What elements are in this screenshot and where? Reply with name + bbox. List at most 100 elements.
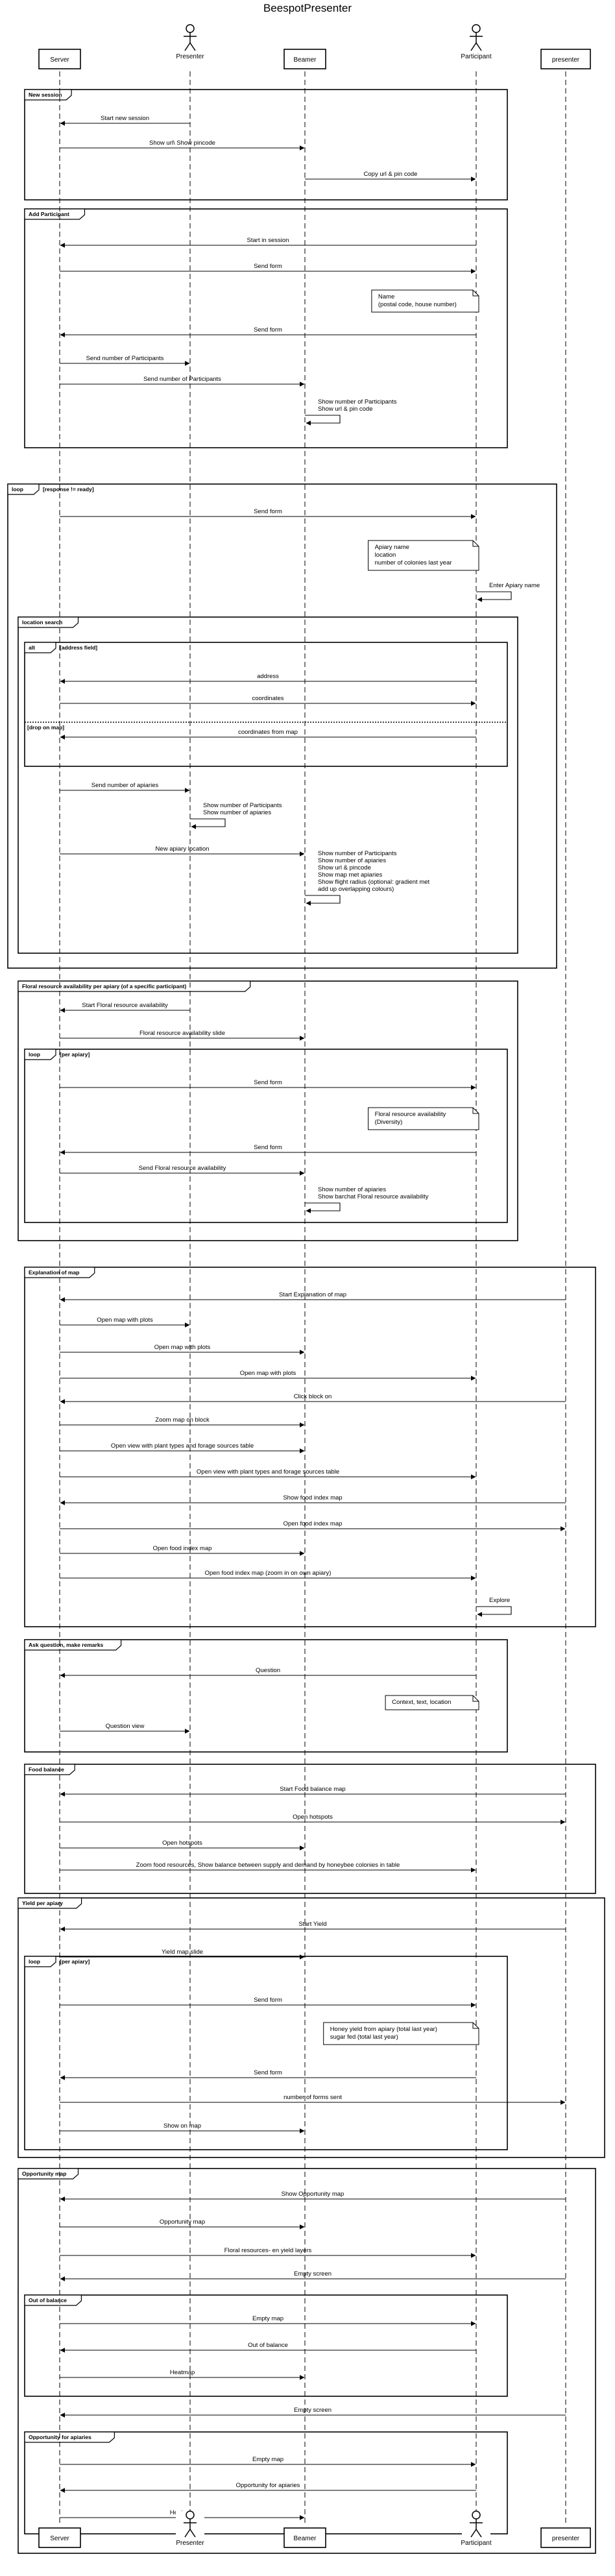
note-context-text-location: Context, text, location [385, 1695, 479, 1710]
message-empty-map: Empty map [60, 2315, 476, 2326]
frame-floral-resource-availability-per-apiary-of-a-specific-participant: Floral resource availability per apiary … [18, 980, 518, 1241]
frame-border [24, 208, 508, 448]
self-message-label: Show barchat Floral resource availabilit… [318, 1193, 429, 1200]
message-label: Open map with plots [154, 1344, 211, 1351]
frame-border [24, 642, 508, 767]
self-message-label: add up overlapping colours) [318, 886, 394, 893]
note-fold [472, 1108, 479, 1114]
header-beamer-box: Beamer [283, 49, 326, 69]
self-message-label: Show map met apiaries [318, 871, 383, 879]
message-label: Show food index map [283, 1494, 342, 1501]
message-label: Start Yield [298, 1921, 326, 1928]
actor-leg-left [184, 2529, 191, 2538]
message-show-food-index-map: Show food index map [60, 1494, 566, 1505]
frame-tab [24, 2294, 82, 2306]
message-send-form: Send form [60, 1997, 476, 2008]
participant-label: Server [50, 56, 69, 64]
actor-head-icon [186, 2510, 195, 2520]
message-label: Start Food balance map [280, 1786, 345, 1793]
self-message-label: Show url & pincode [318, 864, 371, 871]
frame-tab [18, 616, 79, 628]
participant-box [38, 2527, 81, 2548]
message-label: Send form [254, 1144, 282, 1151]
frame-label: loop [29, 1051, 40, 1058]
self-message-arrow [476, 591, 512, 602]
note-honey-yield-from-apiary-total-last-year: Honey yield from apiary (total last year… [323, 2022, 479, 2045]
footer-beamer-box: Beamer [283, 2527, 326, 2548]
frame-tab [7, 483, 40, 495]
frame-border [24, 2431, 508, 2534]
self-message-label: Show number of Participants [318, 398, 397, 406]
note-floral-resource-availability: Floral resource availability(Diversity) [368, 1107, 479, 1130]
frame-border [24, 1639, 508, 1753]
message-show-on-map: Show on map [60, 2122, 305, 2133]
message-open-food-index-map: Open food index map [60, 1520, 566, 1531]
message-label: Send form [254, 326, 282, 334]
actor-head-icon [186, 24, 195, 33]
message-open-view-with-plant-types-and-forage-sources-table: Open view with plant types and forage so… [60, 1442, 305, 1453]
message-open-hotspots: Open hotspots [60, 1840, 305, 1851]
message-send-form: Send form [60, 326, 476, 337]
frame-label: New session [29, 91, 62, 98]
message-start-explanation-of-map: Start Explanation of map [60, 1291, 566, 1302]
message-label: Start Explanation of map [279, 1291, 346, 1298]
message-open-view-with-plant-types-and-forage-sources-table: Open view with plant types and forage so… [60, 1468, 476, 1479]
participant-label: Presenter [176, 53, 204, 60]
message-send-form: Send form [60, 508, 476, 519]
message-label: Open food index map [153, 1545, 212, 1552]
self-message-arrow [476, 1606, 512, 1617]
frame-loop: loop[per apiary] [24, 1049, 508, 1223]
message-floral-resources-en-yield-layers: Floral resources- en yield layers [60, 2247, 476, 2258]
note-text: Apiary name [375, 544, 409, 551]
participant-label: presenter [552, 56, 580, 64]
frame-food-balance: Food balance [24, 1764, 596, 1894]
message-yield-map-slide: Yield map slide [60, 1949, 305, 1960]
actor-head-icon [472, 24, 481, 33]
note-name: Name(postal code, house number) [371, 289, 479, 313]
actor-head-icon [472, 2510, 481, 2520]
frame-label: Out of balance [29, 2297, 67, 2303]
frame-label: Food balance [29, 1766, 64, 1773]
frame-tab [18, 1897, 82, 1909]
message-open-hotspots: Open hotspots [60, 1814, 566, 1825]
message-label: Opportunity for apiaries [236, 2482, 300, 2489]
participant-box [283, 49, 326, 69]
message-question-view: Question view [60, 1723, 190, 1734]
note-text: (Diversity) [375, 1119, 403, 1126]
message-start-yield: Start Yield [60, 1921, 566, 1932]
alt-guard: [drop on map] [27, 724, 64, 731]
frame-opportunity-map: Opportunity map [18, 2168, 596, 2554]
message-label: Start new session [101, 115, 149, 122]
participant-box [283, 2527, 326, 2548]
frame-out-of-balance: Out of balance [24, 2294, 508, 2397]
participant-label: Beamer [293, 2535, 317, 2542]
message-coordinates: coordinates [60, 695, 476, 706]
frame-tab [24, 1764, 75, 1775]
message-label: Open map with plots [240, 1370, 296, 1377]
message-label: Open map with plots [97, 1317, 153, 1324]
frame-opportunity-for-apiaries: Opportunity for apiaries [24, 2431, 508, 2534]
frame-guard: [per apiary] [60, 1958, 90, 1965]
note-box [371, 289, 479, 313]
participant-label: Server [50, 2535, 69, 2542]
message-send-number-of-participants: Send number of Participants [60, 355, 190, 366]
message-empty-map: Empty map [60, 2456, 476, 2467]
self-message-label: Show url & pin code [318, 406, 373, 413]
frame-label: Opportunity map [22, 2170, 66, 2177]
self-message-label: Show number of Participants [203, 802, 282, 809]
self-message-arrow [305, 1202, 341, 1213]
self-message-label: Show number of apiaries [318, 1186, 386, 1193]
message-label: coordinates from map [238, 729, 298, 736]
header-participant-actor: Participant [461, 24, 492, 60]
note-text: Floral resource availability [375, 1111, 446, 1118]
note-box [385, 1695, 479, 1710]
message-label: Start Floral resource availability [82, 1002, 168, 1009]
message-zoom-food-resources-show-balance-between-supply-and-demand-by-honeybee-colonies-in-table: Zoom food resources, Show balance betwee… [60, 1862, 476, 1873]
participant-label: Beamer [293, 56, 317, 64]
message-opportunity-map: Opportunity map [60, 2218, 305, 2230]
note-text: Context, text, location [392, 1699, 451, 1706]
self-message-arrow [305, 415, 341, 426]
frame-new-session: New session [24, 89, 508, 200]
